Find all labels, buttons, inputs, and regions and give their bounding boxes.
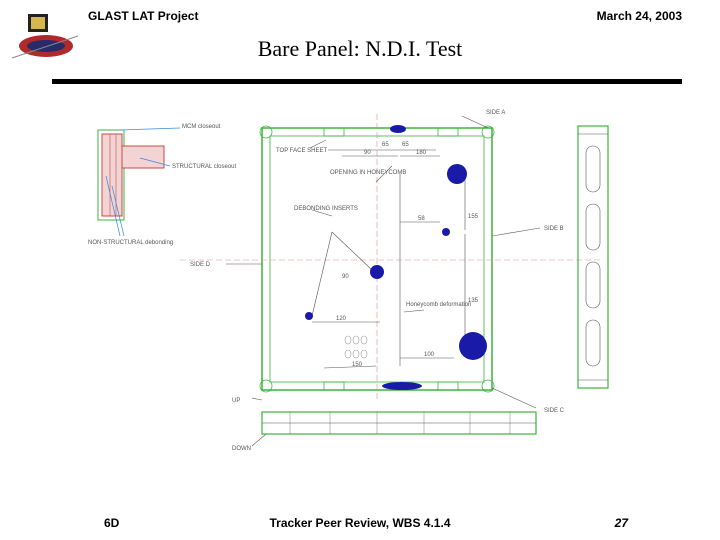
closeout-detail [97,127,181,237]
title-divider [52,79,682,84]
panel-ndi-drawing: MCM closeout STRUCTURAL closeout NON-STR… [80,106,630,456]
label-side-d: SIDE D [190,262,211,268]
page-number: 27 [614,516,628,530]
dim-155: 155 [468,214,479,220]
glast-logo [4,8,84,68]
label-top-face-sheet: TOP FACE SHEET [276,148,327,154]
presentation-date: March 24, 2003 [596,9,682,23]
dim-135: 135 [468,298,479,304]
slide-code: 6D [104,516,120,530]
dimension-lines [311,149,466,369]
label-mcm-closeout: MCM closeout [182,124,221,130]
label-side-b: SIDE B [544,226,564,232]
side-elevation-view [577,125,609,389]
insert-cluster [344,335,368,359]
bottom-elevation-view [261,411,537,435]
bare-panel-outline [180,114,600,402]
label-honeycomb-deformation: Honeycomb deformation [406,302,471,308]
label-debonding-inserts: DEBONDING INSERTS [294,206,358,212]
dim-120: 120 [336,316,347,322]
label-non-structural: NON-STRUCTURAL debonding [88,240,173,246]
dim-65-right: 65 [402,142,409,148]
slide-title: Bare Panel: N.D.I. Test [257,36,463,61]
label-down: DOWN [232,446,251,452]
dim-150: 150 [352,362,363,368]
project-name: GLAST LAT Project [88,9,199,23]
defect-markers [305,125,487,390]
label-side-c: SIDE C [544,408,565,414]
label-up: UP [232,398,240,404]
dim-65-left: 65 [382,142,389,148]
dim-180: 180 [416,150,427,156]
leader-lines [226,115,541,447]
dim-58: 58 [418,216,425,222]
dim-90-lower: 90 [342,274,349,280]
label-opening-honeycomb: OPENING IN HONEYCOMB [330,170,406,176]
label-side-a: SIDE A [486,110,505,116]
dim-90: 90 [364,150,371,156]
dim-100: 100 [424,352,435,358]
label-structural-closeout: STRUCTURAL closeout [172,164,236,170]
footer-review-title: Tracker Peer Review, WBS 4.1.4 [269,516,451,530]
